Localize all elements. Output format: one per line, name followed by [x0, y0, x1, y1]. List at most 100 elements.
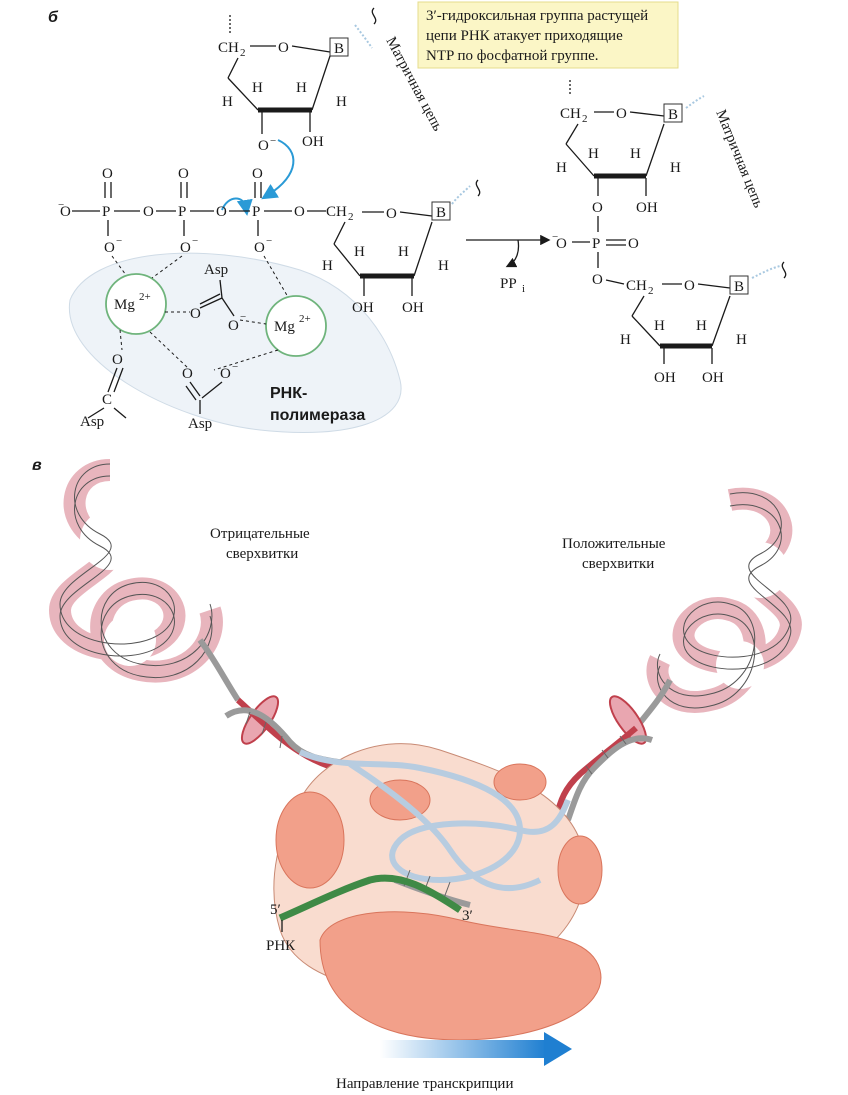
svg-text:O: O: [556, 236, 567, 252]
svg-text:B: B: [334, 41, 344, 57]
svg-text:H: H: [630, 146, 641, 162]
rna-3prime-label: 3′: [462, 908, 473, 924]
panel-b-letter: б: [48, 9, 59, 26]
transcription-direction-arrow: [380, 1032, 572, 1066]
rna-polymerase: [273, 743, 603, 1041]
svg-text:Mg: Mg: [274, 319, 295, 335]
product-lower-sugar: CH 2 O B H H H H OH OH: [620, 265, 781, 386]
svg-text:P: P: [178, 204, 186, 220]
svg-text:2: 2: [648, 285, 654, 297]
rotation-ring-right: [608, 695, 648, 745]
svg-text:2: 2: [348, 211, 354, 223]
svg-text:−: −: [240, 311, 246, 323]
svg-text:OH: OH: [302, 134, 324, 150]
svg-text:O: O: [102, 166, 113, 182]
product-phosphodiester: P O − O O: [552, 216, 639, 288]
svg-text:2: 2: [582, 113, 588, 125]
svg-text:−: −: [232, 361, 238, 373]
svg-text:O: O: [60, 204, 71, 220]
bond-break-arrow: [221, 197, 253, 216]
negative-label-line-1: Отрицательные: [210, 526, 310, 542]
svg-text:O: O: [254, 240, 265, 256]
product-upper-sugar: CH 2 O B H H H H O OH: [556, 80, 705, 216]
svg-text:2+: 2+: [299, 313, 311, 325]
svg-text:C: C: [102, 392, 112, 408]
svg-text:H: H: [438, 258, 449, 274]
svg-text:P: P: [252, 204, 260, 220]
positive-label-line-2: сверхвитки: [582, 556, 654, 572]
svg-text:OH: OH: [352, 300, 374, 316]
negative-supercoil: [48, 459, 241, 702]
callout-line-1: 3′-гидроксильная группа растущей: [426, 8, 648, 24]
svg-text:−: −: [552, 231, 558, 243]
svg-text:OH: OH: [702, 370, 724, 386]
svg-text:O: O: [258, 138, 269, 154]
svg-text:−: −: [266, 235, 272, 247]
coordination-bonds: [111, 255, 289, 371]
svg-text:O: O: [386, 206, 397, 222]
negative-label-line-2: сверхвитки: [226, 546, 298, 562]
callout-line-3: NTP по фосфатной группе.: [426, 48, 599, 64]
svg-text:H: H: [398, 244, 409, 260]
svg-text:O: O: [628, 236, 639, 252]
svg-text:2: 2: [240, 47, 246, 59]
asp-residue-bottom: O O − Asp: [182, 361, 238, 432]
asp-residue-left: O C Asp: [80, 352, 127, 430]
positive-supercoil: [633, 487, 802, 730]
svg-text:H: H: [588, 146, 599, 162]
svg-text:Asp: Asp: [188, 416, 212, 432]
svg-text:H: H: [736, 332, 747, 348]
ppi-subscript: i: [522, 283, 525, 295]
rna-transcript: [278, 874, 462, 922]
svg-text:OH: OH: [654, 370, 676, 386]
svg-text:H: H: [354, 244, 365, 260]
svg-text:H: H: [696, 318, 707, 334]
svg-text:H: H: [222, 94, 233, 110]
template-label-2: Матричная цепь: [712, 108, 766, 211]
svg-text:O: O: [228, 318, 239, 334]
strand-wiggle-mid: [475, 179, 481, 197]
callout-box: [417, 1, 679, 69]
svg-text:B: B: [668, 107, 678, 123]
svg-text:H: H: [620, 332, 631, 348]
svg-text:O: O: [143, 204, 154, 220]
svg-text:O: O: [216, 204, 227, 220]
svg-text:−: −: [58, 199, 64, 211]
svg-text:P: P: [592, 236, 600, 252]
svg-text:O: O: [592, 272, 603, 288]
svg-text:B: B: [734, 279, 744, 295]
svg-text:O: O: [180, 240, 191, 256]
svg-text:H: H: [556, 160, 567, 176]
svg-text:Asp: Asp: [204, 262, 228, 278]
svg-text:O: O: [220, 366, 231, 382]
svg-text:H: H: [336, 94, 347, 110]
svg-text:O: O: [278, 40, 289, 56]
callout-line-2: цепи РНК атакует приходящие: [426, 28, 623, 44]
svg-text:O: O: [190, 306, 201, 322]
svg-text:H: H: [670, 160, 681, 176]
strand-wiggle-product: [781, 261, 787, 279]
svg-text:−: −: [192, 235, 198, 247]
growing-chain-sugar: CH 2 O B H H H H O − OH: [218, 15, 373, 154]
rna-5prime-label: 5′: [270, 902, 281, 918]
incoming-ntp-sugar: O B H H H H OH OH: [322, 185, 471, 316]
svg-text:Mg: Mg: [114, 297, 135, 313]
svg-text:CH: CH: [326, 204, 347, 220]
transcription-direction-label: Направление транскрипции: [336, 1076, 513, 1092]
triphosphate-chain: O − P O P O P O CH 2 O O O O − O − O −: [58, 166, 354, 256]
svg-text:H: H: [252, 80, 263, 96]
dna-right-segment: [553, 725, 654, 821]
mg-ion-1: Mg 2+: [105, 273, 167, 335]
rna-label: РНК: [266, 938, 296, 954]
svg-text:O: O: [592, 200, 603, 216]
svg-text:CH: CH: [218, 40, 239, 56]
svg-text:O: O: [112, 352, 123, 368]
positive-label-line-1: Положительные: [562, 536, 666, 552]
asp-residue-center: Asp O O −: [190, 262, 246, 334]
svg-text:H: H: [322, 258, 333, 274]
ppi-label: PP: [500, 276, 517, 292]
svg-text:CH: CH: [626, 278, 647, 294]
svg-text:H: H: [654, 318, 665, 334]
svg-text:−: −: [116, 235, 122, 247]
